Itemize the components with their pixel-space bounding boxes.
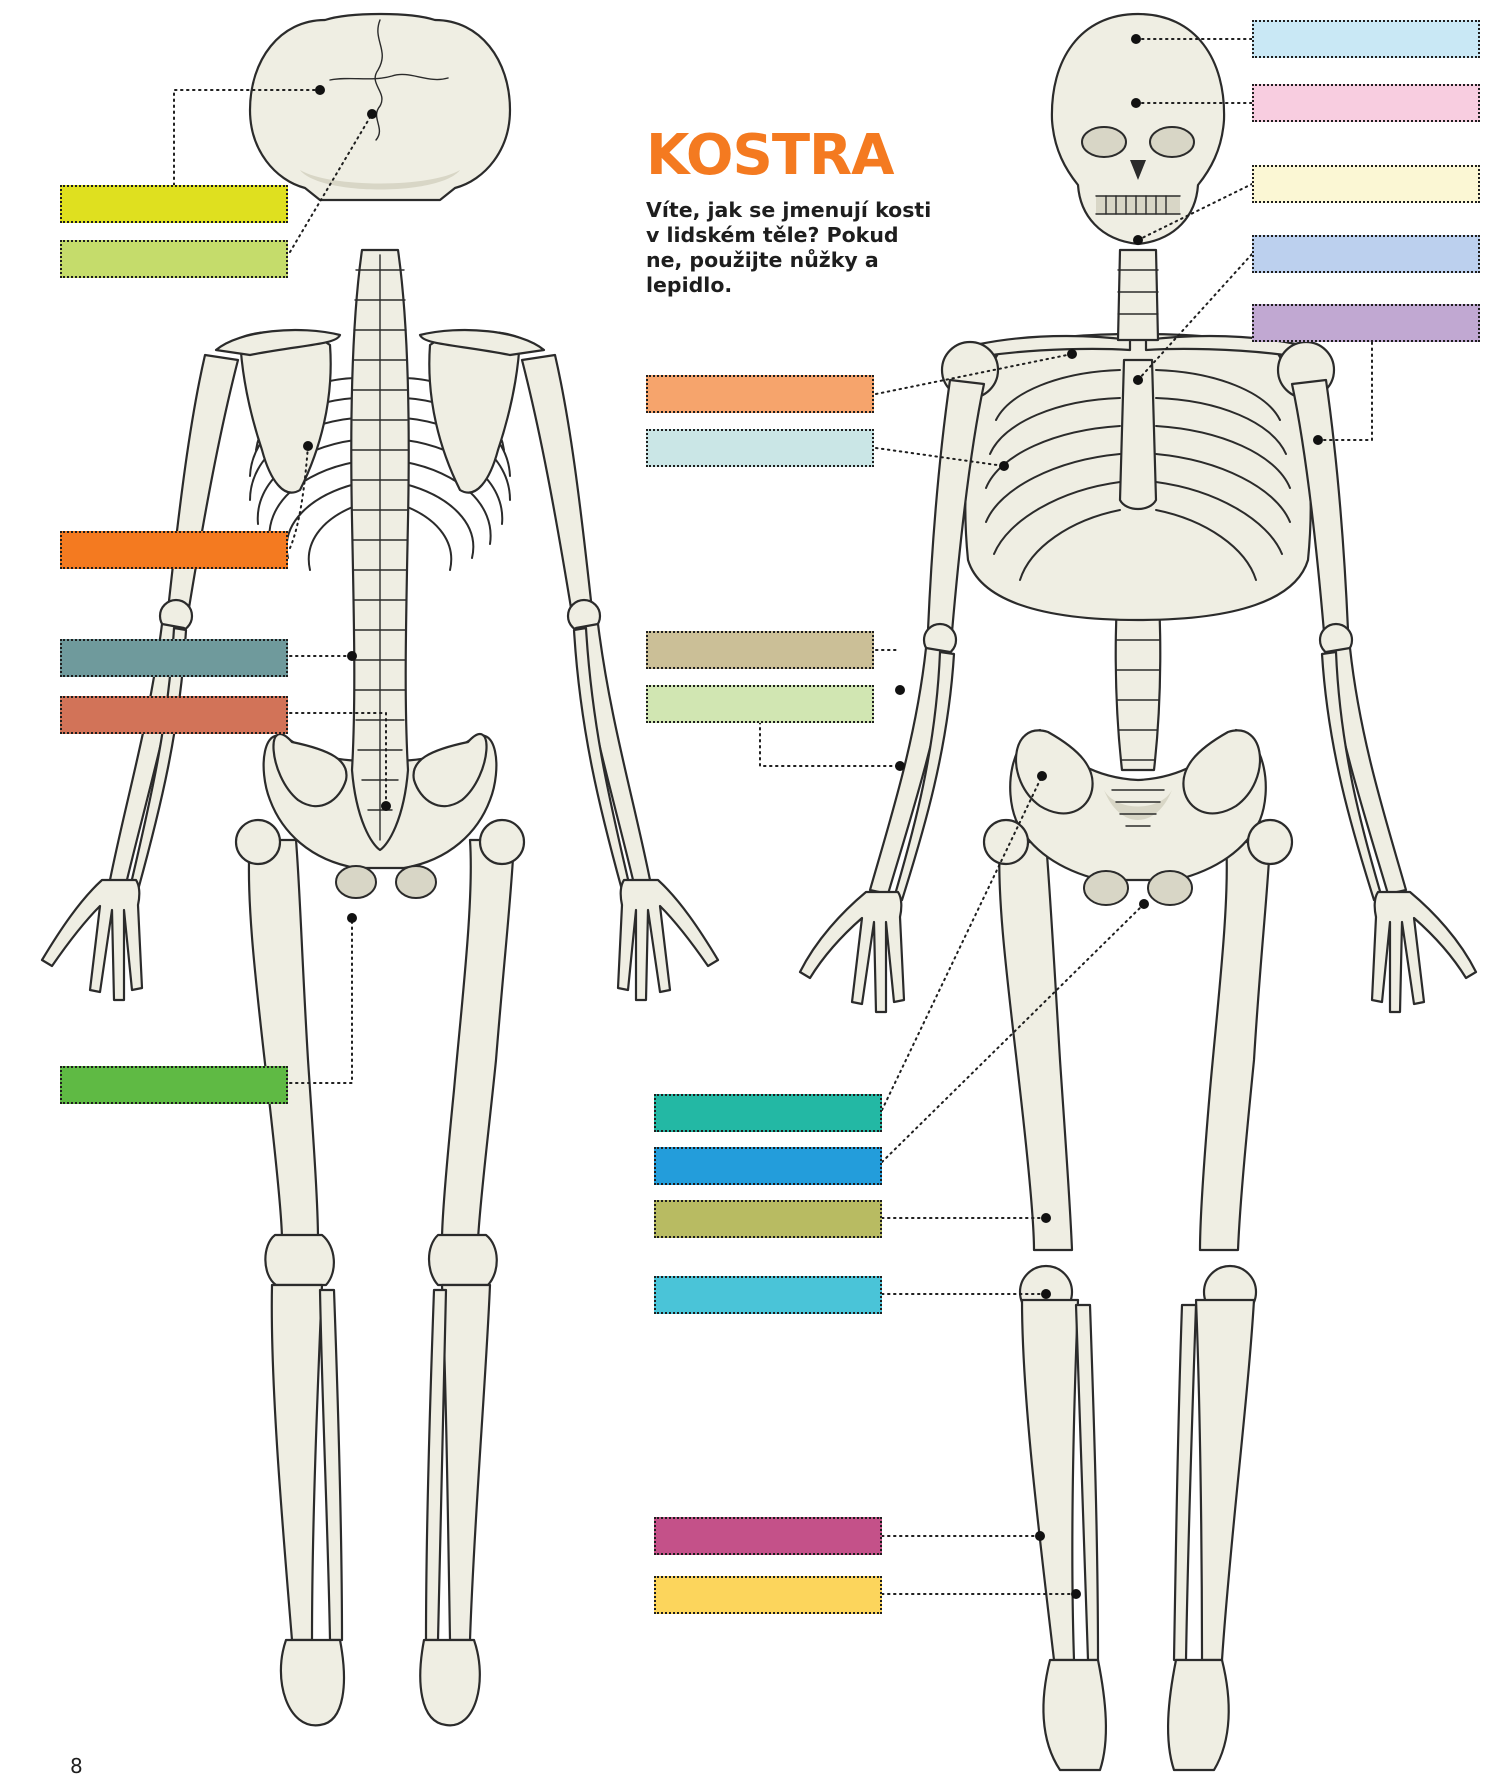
label-box-front-13[interactable] xyxy=(654,1276,882,1314)
label-box-back-6[interactable] xyxy=(60,1066,288,1104)
label-box-front-10[interactable] xyxy=(654,1094,882,1132)
label-box-back-4[interactable] xyxy=(60,639,288,677)
label-box-front-11[interactable] xyxy=(654,1147,882,1185)
page-subtitle: Víte, jak se jmenují kosti v lidském těl… xyxy=(646,198,936,298)
label-box-front-2[interactable] xyxy=(1252,84,1480,122)
label-box-front-7[interactable] xyxy=(646,429,874,467)
label-box-front-12[interactable] xyxy=(654,1200,882,1238)
page-title: KOSTRA xyxy=(646,128,893,184)
label-box-front-14[interactable] xyxy=(654,1517,882,1555)
label-box-front-3[interactable] xyxy=(1252,165,1480,203)
label-box-front-4[interactable] xyxy=(1252,235,1480,273)
label-box-front-8[interactable] xyxy=(646,631,874,669)
label-box-back-2[interactable] xyxy=(60,240,288,278)
label-box-front-6[interactable] xyxy=(646,375,874,413)
label-box-back-3[interactable] xyxy=(60,531,288,569)
page-number: 8 xyxy=(70,1756,83,1776)
label-box-front-15[interactable] xyxy=(654,1576,882,1614)
label-box-front-1[interactable] xyxy=(1252,20,1480,58)
label-box-front-9[interactable] xyxy=(646,685,874,723)
label-box-back-1[interactable] xyxy=(60,185,288,223)
label-box-front-5[interactable] xyxy=(1252,304,1480,342)
label-box-back-5[interactable] xyxy=(60,696,288,734)
